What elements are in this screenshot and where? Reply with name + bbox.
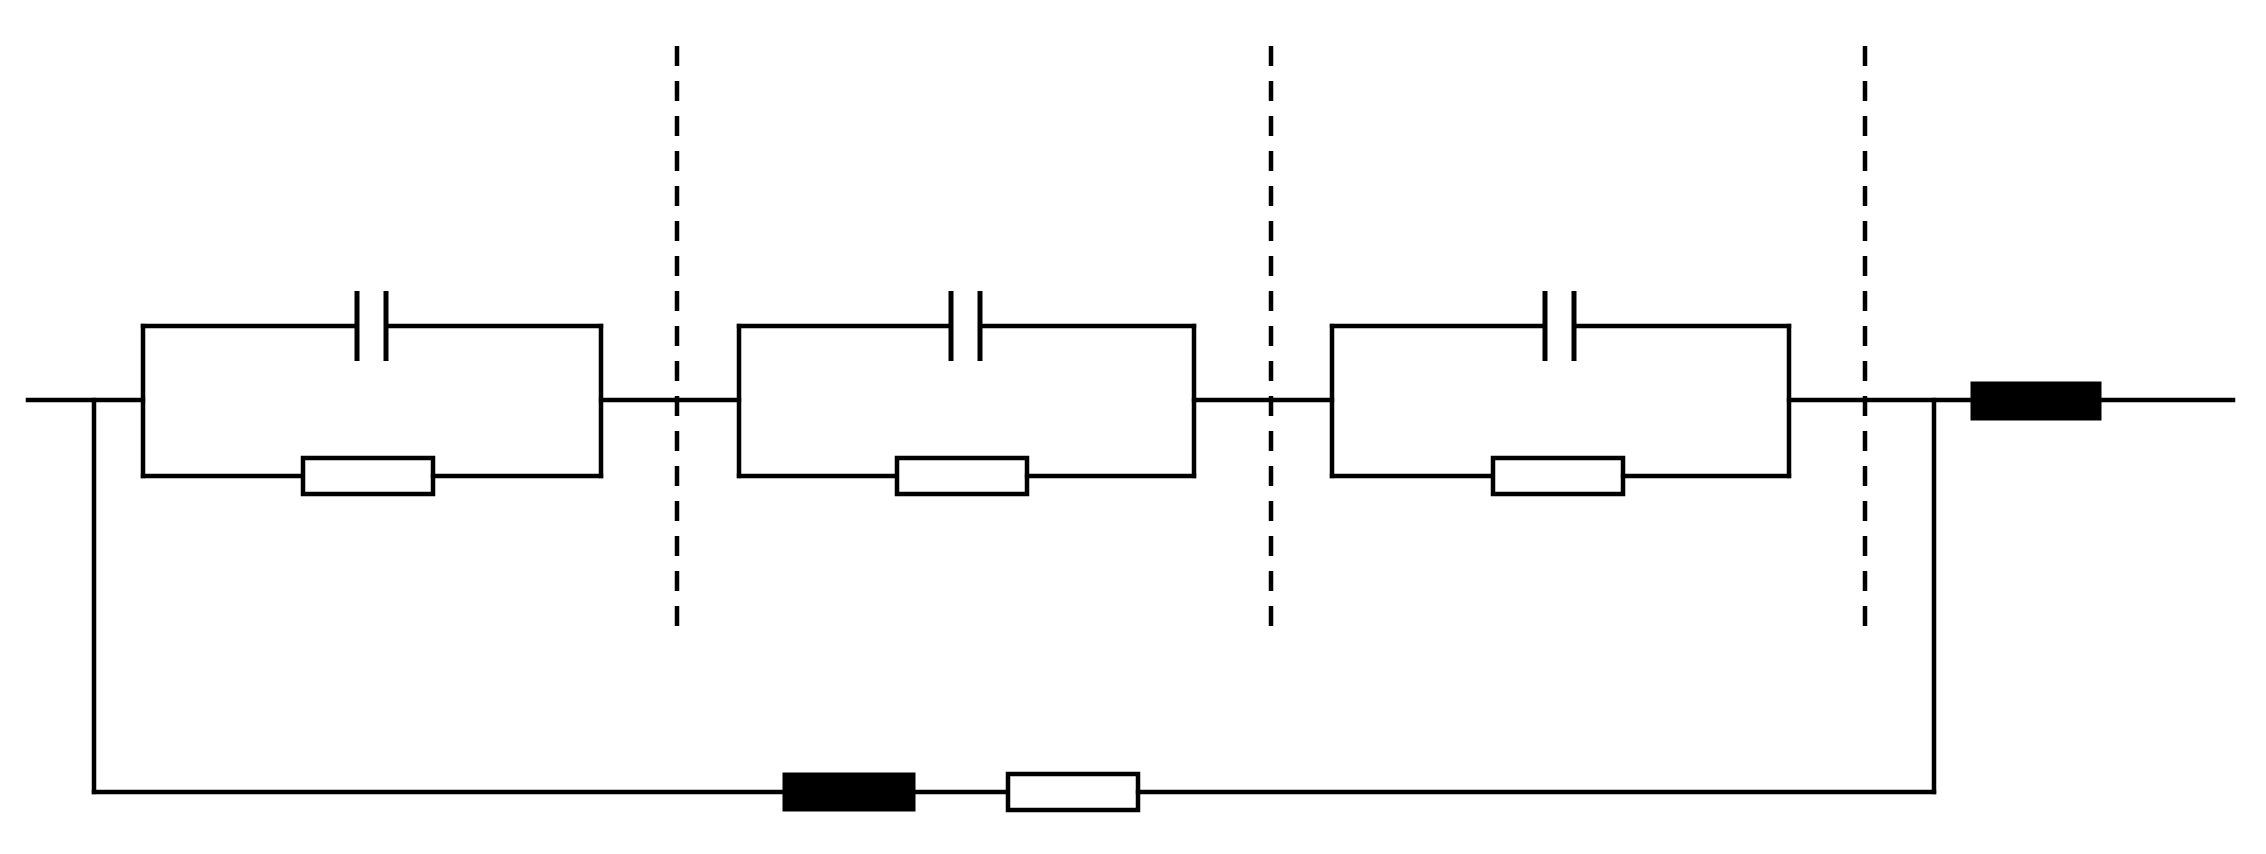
- bypass-filled-element: [782, 772, 916, 812]
- stage-3-resistor: [1490, 455, 1626, 497]
- rc-stage-2: [736, 291, 1197, 497]
- bypass-loop: [91, 397, 1937, 813]
- dashed-dividers: [674, 46, 1868, 636]
- series-filled-element: [1970, 381, 2102, 421]
- rc-stage-1: [140, 291, 604, 497]
- bypass-resistor: [1005, 771, 1141, 813]
- stage-1-resistor: [300, 455, 436, 497]
- rc-stage-3: [1329, 291, 1792, 497]
- stage-2-resistor: [894, 455, 1030, 497]
